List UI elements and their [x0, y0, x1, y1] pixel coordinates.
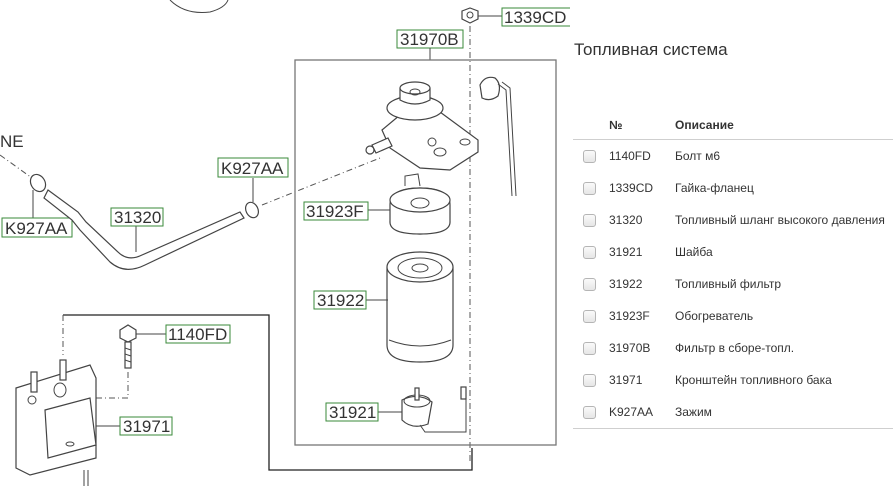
- partial-part-top: [169, 0, 229, 13]
- clamp-left: [29, 173, 47, 193]
- bracket-connector: [63, 314, 473, 471]
- parts-diagram: NE K927AA 31320 K927AA 1339CD 31970B: [0, 0, 570, 486]
- part-description-link[interactable]: Гайка-фланец: [675, 181, 754, 195]
- callout-1339cd[interactable]: 1339CD: [501, 7, 570, 27]
- row-checkbox[interactable]: [583, 150, 596, 164]
- header-description: Описание: [675, 110, 893, 140]
- clamp-right: [244, 201, 260, 219]
- svg-text:1339CD: 1339CD: [504, 8, 566, 27]
- header-checkbox-column: [573, 110, 609, 140]
- part-number: 31922: [609, 277, 643, 291]
- filter-31922: [386, 251, 454, 363]
- part-description-link[interactable]: Шайба: [675, 245, 713, 259]
- part-description-link[interactable]: Кронштейн топливного бака: [675, 373, 832, 387]
- part-number: 1140FD: [609, 149, 651, 163]
- callout-31320[interactable]: 31320: [110, 207, 164, 227]
- part-number: 31970B: [609, 341, 651, 355]
- callout-31922[interactable]: 31922: [313, 290, 367, 310]
- part-description-link[interactable]: Болт м6: [675, 149, 721, 163]
- part-number: 31923F: [609, 309, 650, 323]
- part-number: 31971: [609, 373, 643, 387]
- part-number: 31921: [609, 245, 643, 259]
- row-checkbox[interactable]: [583, 406, 596, 420]
- sensor-31921: [401, 386, 467, 433]
- axis-line-left: [0, 154, 33, 179]
- svg-text:31923F: 31923F: [306, 202, 364, 221]
- svg-text:31970B: 31970B: [400, 30, 459, 49]
- table-header: № Описание: [573, 110, 893, 140]
- callout-31921[interactable]: 31921: [325, 402, 379, 422]
- svg-text:31922: 31922: [317, 291, 364, 310]
- header-number: №: [609, 110, 675, 140]
- table-row: 31320 Топливный шланг высокого давления: [573, 204, 893, 236]
- table-row: 1339CD Гайка-фланец: [573, 172, 893, 204]
- hose-31320: [43, 189, 245, 270]
- table-row: 31923F Обогреватель: [573, 300, 893, 332]
- part-description-link[interactable]: Обогреватель: [675, 309, 754, 323]
- table-row: K927AA Зажим: [573, 396, 893, 429]
- parts-table: № Описание 1140FD Болт м6 1339CD Гайка-ф…: [573, 110, 893, 429]
- part-number: K927AA: [609, 396, 675, 429]
- direction-label: NE: [0, 132, 24, 151]
- row-checkbox[interactable]: [583, 182, 596, 196]
- part-description-link[interactable]: Фильтр в сборе-топл.: [675, 341, 795, 355]
- row-checkbox[interactable]: [583, 342, 596, 356]
- table-row: 1140FD Болт м6: [573, 140, 893, 173]
- parts-panel: Топливная система № Описание 1140FD Болт…: [573, 0, 893, 494]
- filter-head: [365, 81, 479, 171]
- svg-text:K927AA: K927AA: [5, 219, 68, 238]
- row-checkbox[interactable]: [583, 310, 596, 324]
- part-description-link[interactable]: Топливный шланг высокого давления: [675, 213, 885, 227]
- panel-title: Топливная система: [574, 40, 728, 59]
- svg-text:31921: 31921: [329, 403, 376, 422]
- callout-k927aa-left[interactable]: K927AA: [1, 217, 73, 238]
- svg-text:31971: 31971: [123, 417, 170, 436]
- svg-text:31320: 31320: [114, 208, 161, 227]
- part-number: 1339CD: [609, 181, 654, 195]
- nut-1339cd: [461, 7, 479, 24]
- callout-31923f[interactable]: 31923F: [303, 201, 369, 221]
- bolt-1140fd: [119, 324, 137, 369]
- heater-31923f: [389, 173, 451, 235]
- callout-k927aa-right[interactable]: K927AA: [217, 157, 289, 178]
- part-description-link[interactable]: Топливный фильтр: [675, 277, 781, 291]
- row-checkbox[interactable]: [583, 214, 596, 228]
- row-checkbox[interactable]: [583, 278, 596, 292]
- sensor-wire: [479, 76, 517, 197]
- callout-1140fd[interactable]: 1140FD: [165, 324, 231, 344]
- assembly-frame: [294, 59, 557, 446]
- svg-text:1140FD: 1140FD: [168, 325, 227, 344]
- part-number: 31320: [609, 213, 643, 227]
- callout-31970b[interactable]: 31970B: [396, 29, 464, 49]
- row-checkbox[interactable]: [583, 374, 596, 388]
- table-row: 31971 Кронштейн топливного бака: [573, 364, 893, 396]
- axis-line-hose: [261, 157, 381, 206]
- bracket-31971: [15, 359, 97, 486]
- part-description-link[interactable]: Зажим: [675, 396, 893, 429]
- table-row: 31921 Шайба: [573, 236, 893, 268]
- table-row: 31922 Топливный фильтр: [573, 268, 893, 300]
- row-checkbox[interactable]: [583, 246, 596, 260]
- callout-31971[interactable]: 31971: [119, 416, 173, 436]
- svg-text:K927AA: K927AA: [221, 159, 284, 178]
- table-row: 31970B Фильтр в сборе-топл.: [573, 332, 893, 364]
